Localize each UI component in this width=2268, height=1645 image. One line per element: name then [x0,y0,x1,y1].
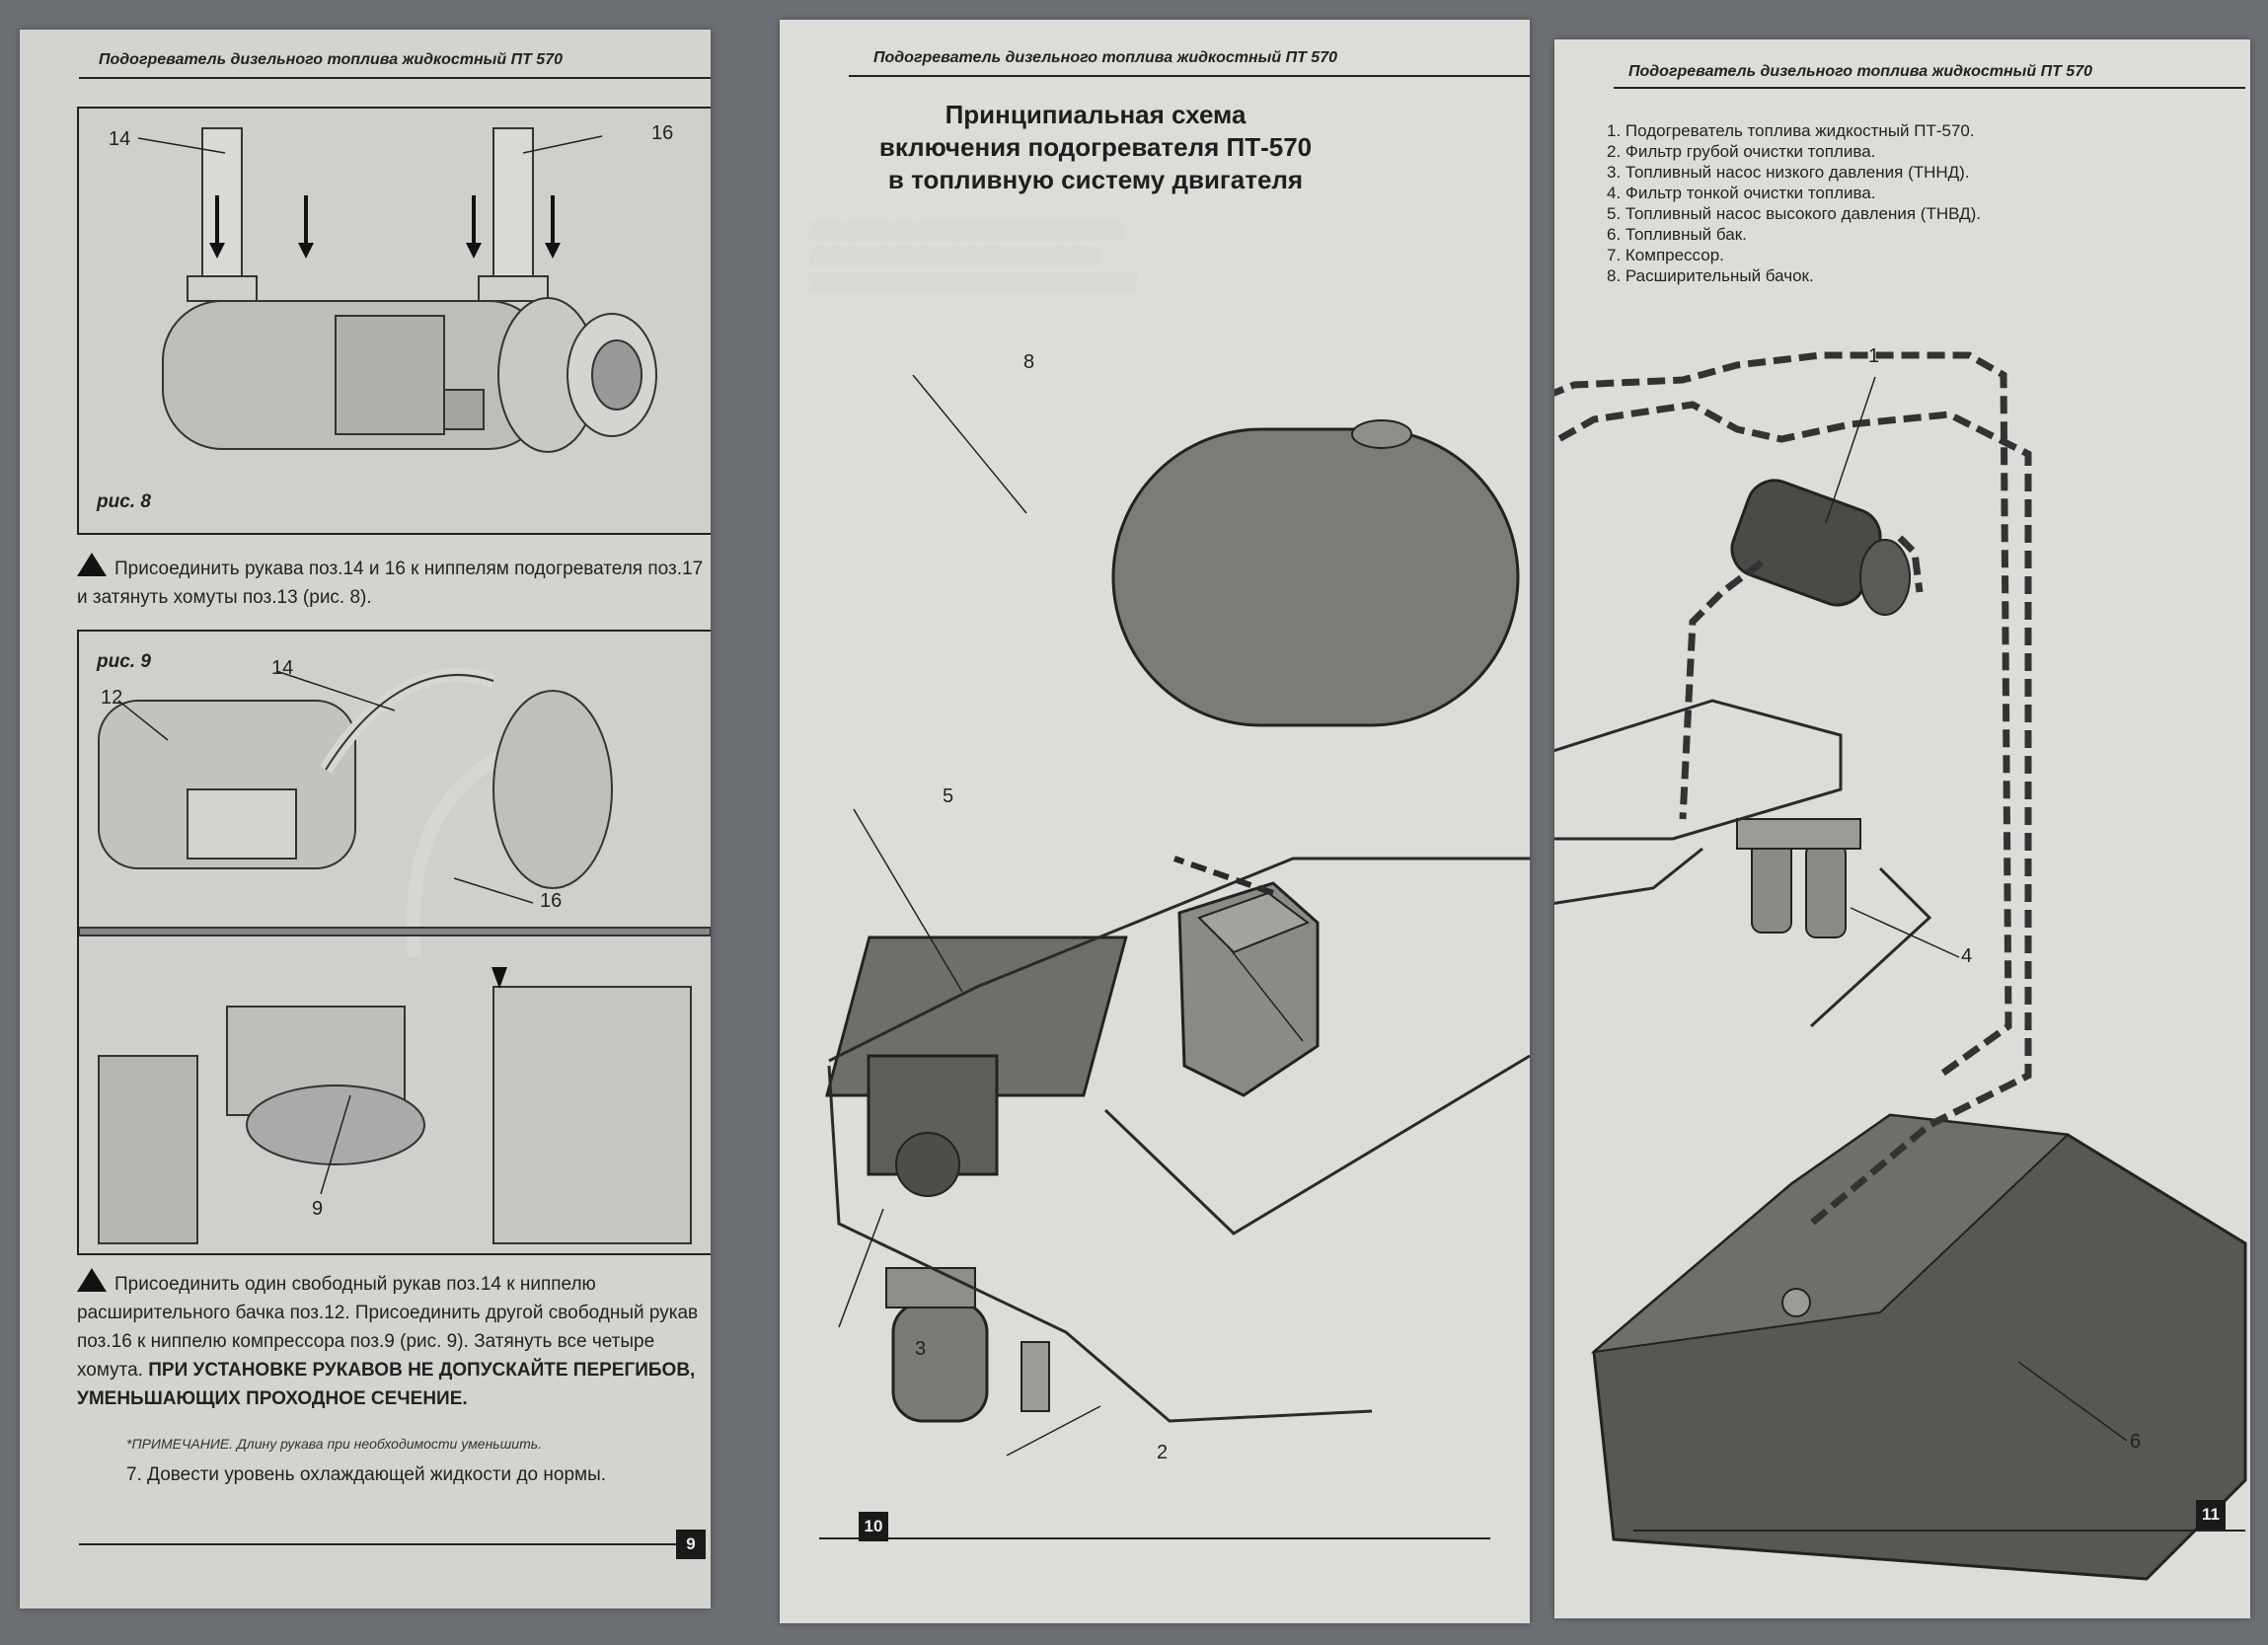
page-11: Подогреватель дизельного топлива жидкост… [1554,39,2250,1618]
figure-9: 14 12 16 9 рис. 9 [77,630,711,1255]
fig8-callout-16: 16 [651,122,674,144]
legend-item: 4. Фильтр тонкой очистки топлива. [1607,184,1876,202]
warning-triangle-icon [77,553,107,576]
note-hose-length: *ПРИМЕЧАНИЕ. Длину рукава при необходимо… [126,1436,542,1452]
legend-item: 1. Подогреватель топлива жидкостный ПТ-5… [1607,121,1975,140]
legend-item: 2. Фильтр грубой очистки топлива. [1607,142,1876,161]
callout-3: 3 [915,1338,927,1360]
heater-drawing [1730,479,1911,616]
fig9-callout-9: 9 [312,1198,324,1220]
bleed-through-text: ░░░░░░░░░░░░░░░░░░░░░░░░░░░░░░░░░░░░░░░░… [809,220,1137,291]
footer-rule [79,1543,691,1545]
callout-6: 6 [2130,1431,2142,1453]
figure-9-illustration [79,668,711,1244]
callout-8: 8 [1023,351,1035,373]
fuel-system-schematic-right [1554,351,2247,1581]
legend-item: 6. Топливный бак. [1607,225,1747,244]
coarse-filter-drawing [885,1267,1050,1423]
header-rule [1614,87,2245,89]
footer-rule [1633,1530,2245,1532]
footer-rule [819,1537,1490,1539]
page-10: Подогреватель дизельного топлива жидкост… [780,20,1530,1623]
callout-2: 2 [1157,1442,1169,1463]
fuel-tank-drawing [1590,1113,2247,1581]
running-header: Подогреватель дизельного топлива жидкост… [1628,63,2092,80]
paragraph-connect-free-hoses: Присоединить один свободный рукав поз.14… [77,1268,709,1413]
figure-8-caption: рис. 8 [97,491,151,512]
fuel-system-schematic [825,374,1530,1457]
legend-item: 7. Компрессор. [1607,246,1724,264]
callout-1: 1 [1868,345,1880,367]
callout-4: 4 [1961,945,1973,967]
fig8-callout-14: 14 [109,128,131,150]
components-legend: 1. Подогреватель топлива жидкостный ПТ-5… [1607,120,1981,286]
page-9: Подогреватель дизельного топлива жидкост… [20,30,711,1608]
figure-8: 14 16 рис. 8 [77,107,711,535]
legend-item: 8. Расширительный бачок. [1607,266,1814,285]
figure-8-illustration [137,127,657,453]
running-header: Подогреватель дизельного топлива жидкост… [873,49,1337,66]
step-7: 7. Довести уровень охлаждающей жидкости … [126,1464,607,1485]
header-rule [849,75,1530,77]
page-number: 11 [2196,1500,2226,1530]
fig9-callout-14: 14 [271,657,294,679]
compressor-drawing [1177,881,1320,1097]
page-number: 10 [859,1512,888,1541]
legend-item: 5. Топливный насос высокого давления (ТН… [1607,204,1981,223]
warning-triangle-icon [77,1268,107,1292]
fig9-callout-16: 16 [540,890,563,912]
expansion-tank-drawing [1111,419,1520,727]
figure-9-caption: рис. 9 [97,651,151,672]
fig9-callout-12: 12 [101,687,123,709]
header-rule [79,77,711,79]
legend-item: 3. Топливный насос низкого давления (ТНН… [1607,163,1970,182]
injection-pump-drawing [825,935,1128,1197]
schematic-title: Принципиальная схема включения подогрева… [878,100,1313,194]
callout-5: 5 [943,785,954,807]
paragraph-connect-hoses: Присоединить рукава поз.14 и 16 к ниппел… [77,553,709,612]
page-number: 9 [676,1530,706,1559]
fine-filter-drawing [1736,818,1861,938]
running-header: Подогреватель дизельного топлива жидкост… [99,51,563,68]
